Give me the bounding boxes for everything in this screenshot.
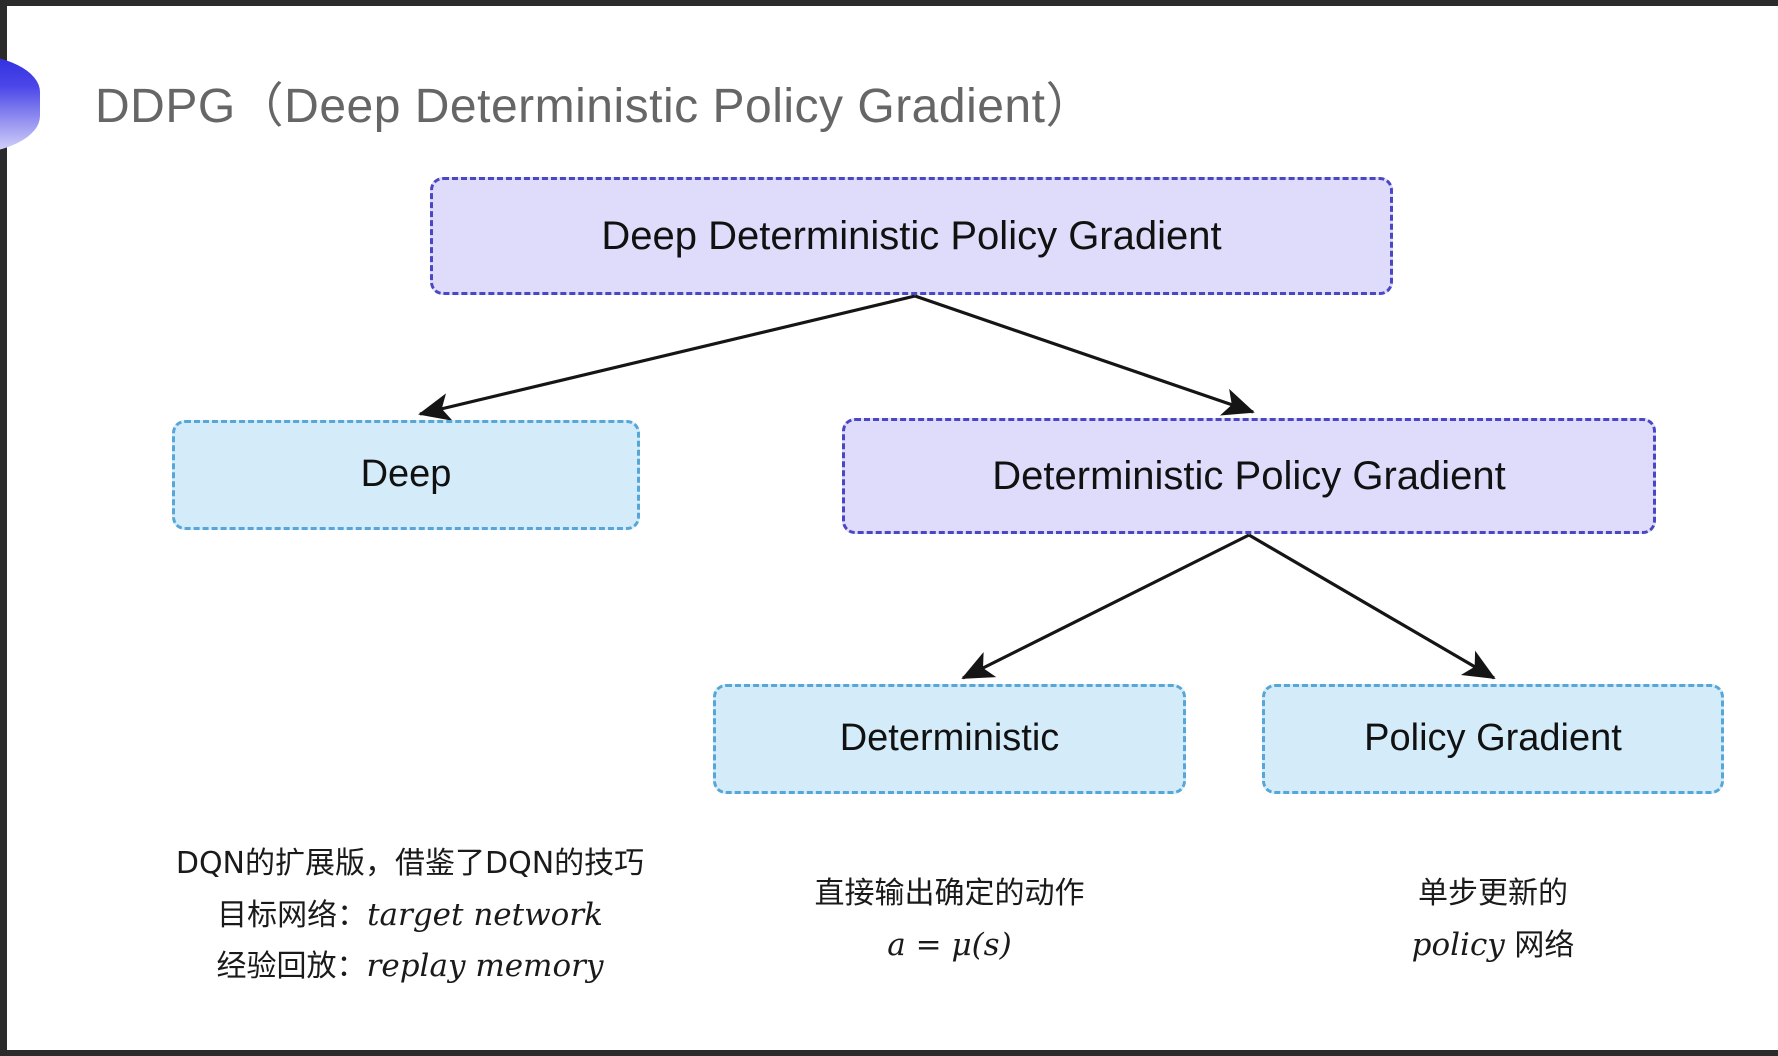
caption-deep-line3-term: replay memory	[366, 948, 604, 984]
slide-border-left	[0, 0, 7, 1056]
caption-deterministic-line1: 直接输出确定的动作	[814, 876, 1085, 911]
diagram-node-deep[interactable]: Deep	[172, 420, 640, 530]
caption-deterministic-formula: a = μ(s)	[887, 926, 1012, 963]
slide-border-top	[0, 0, 1778, 6]
slide-border-bottom	[0, 1050, 1778, 1056]
caption-policy-gradient: 单步更新的 policy 网络	[1262, 868, 1724, 972]
edge-root-to-dpg	[914, 294, 1255, 416]
caption-deep: DQN的扩展版，借鉴了DQN的技巧 目标网络：target network 经验…	[150, 838, 670, 994]
caption-deep-line1: DQN的扩展版，借鉴了DQN的技巧	[175, 846, 645, 881]
caption-policy-gradient-term: policy	[1411, 926, 1505, 963]
diagram-node-deterministic[interactable]: Deterministic	[713, 684, 1186, 794]
caption-policy-gradient-line1: 单步更新的	[1418, 876, 1568, 911]
caption-policy-gradient-suffix: 网络	[1504, 927, 1575, 963]
diagram-node-deterministic-policy-gradient[interactable]: Deterministic Policy Gradient	[842, 418, 1656, 534]
edge-dpg-to-policy-gradient	[1248, 533, 1496, 680]
page-title: DDPG（Deep Deterministic Policy Gradient）	[95, 80, 1094, 133]
edge-dpg-to-deterministic	[961, 533, 1250, 680]
diagram-node-policy-gradient[interactable]: Policy Gradient	[1262, 684, 1724, 794]
diagram-node-root[interactable]: Deep Deterministic Policy Gradient	[430, 177, 1393, 295]
edge-root-to-deep	[418, 294, 916, 421]
caption-deep-line2-term: target network	[367, 896, 603, 933]
caption-deep-line3-label: 经验回放：	[216, 949, 367, 984]
half-circle-gradient-icon	[0, 54, 40, 154]
caption-deep-line2-label: 目标网络：	[217, 897, 368, 933]
caption-deterministic: 直接输出确定的动作 a = μ(s)	[713, 868, 1186, 972]
